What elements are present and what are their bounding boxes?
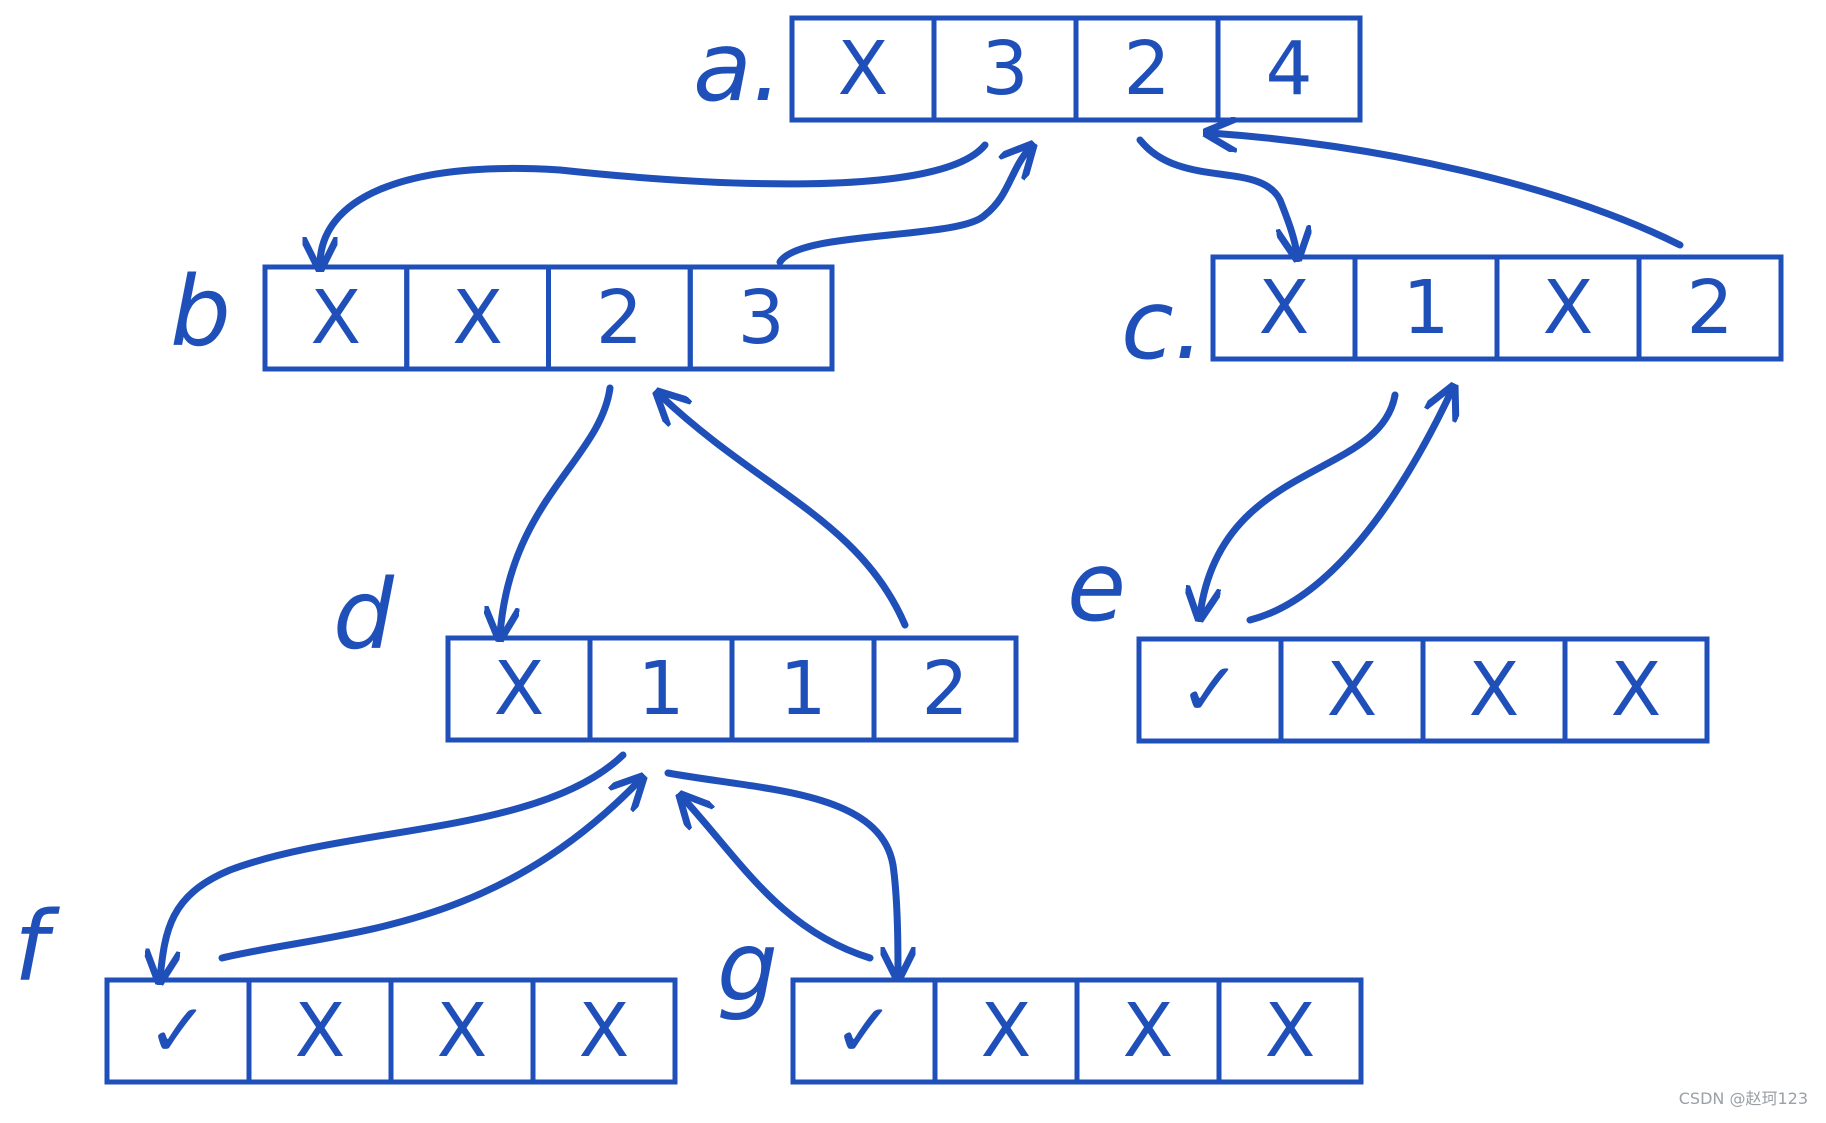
node-a-cell-3-value: 2	[1123, 26, 1170, 112]
node-c-label: c.	[1121, 269, 1204, 381]
node-f-cell-3-value: X	[437, 988, 488, 1074]
node-c: c. X 1 X 2	[1121, 254, 1784, 381]
watermark: CSDN @赵珂123	[1678, 1089, 1808, 1108]
node-e-cell-4-value: X	[1611, 647, 1662, 733]
edge-d-to-b	[660, 395, 909, 629]
node-c-cell-1-value: X	[1259, 265, 1310, 351]
node-e-cell-1-value: ✓	[1179, 647, 1241, 733]
node-a-label: a.	[693, 11, 782, 123]
node-b-cell-3-value: 2	[596, 275, 643, 361]
node-g-label: g	[717, 911, 778, 1023]
edge-a-to-b	[320, 141, 989, 265]
edge-f-to-d	[218, 780, 640, 962]
node-d-cell-4	[871, 635, 1019, 743]
edge-e-to-c	[1246, 390, 1452, 624]
node-d-cell-1-value: X	[494, 646, 545, 732]
node-g: g ✓ X X X	[717, 911, 1364, 1085]
node-f: f ✓ X X X	[14, 891, 678, 1085]
node-g-cell-3-value: X	[1123, 988, 1174, 1074]
edge-layer	[160, 133, 1684, 978]
edge-b-to-d	[500, 384, 614, 635]
node-e-cell-4	[1562, 636, 1710, 744]
node-e-cell-3-value: X	[1469, 647, 1520, 733]
node-g-cell-1-value: ✓	[833, 988, 895, 1074]
node-d-cell-4-value: 2	[921, 646, 968, 732]
edge-b-to-a	[776, 148, 1030, 266]
node-f-cell-4-value: X	[579, 988, 630, 1074]
node-c-cell-3-value: X	[1543, 265, 1594, 351]
node-b-cell-1-value: X	[311, 275, 362, 361]
node-a-cell-2-value: 3	[981, 26, 1028, 112]
node-f-cell-2-value: X	[295, 988, 346, 1074]
edge-g-to-d	[683, 798, 874, 962]
node-e-cell-2-value: X	[1327, 647, 1378, 733]
node-f-label: f	[14, 891, 60, 1003]
node-a-cell-4-value: 4	[1265, 26, 1312, 112]
node-d-cell-2-value: 1	[637, 646, 684, 732]
edge-d-to-f	[160, 751, 627, 978]
node-g-cell-4	[1216, 977, 1364, 1085]
node-c-cell-4	[1636, 254, 1784, 362]
node-e-label: e	[1067, 531, 1126, 643]
edge-a-to-c	[1136, 136, 1297, 255]
node-g-cell-4-value: X	[1265, 988, 1316, 1074]
node-d: dX 1 1 2	[333, 559, 1019, 743]
node-b-cell-2-value: X	[452, 275, 503, 361]
edge-c-to-a	[1210, 133, 1684, 249]
node-e: e ✓ X X X	[1067, 531, 1710, 744]
node-d-cell-3-value: 1	[779, 646, 826, 732]
node-a-cell-4	[1215, 15, 1363, 123]
node-a: a. X 3 2 4	[693, 11, 1363, 123]
node-b-cell-4-value: 3	[738, 275, 785, 361]
node-a-cell-1-value: X	[838, 26, 889, 112]
node-f-cell-1-value: ✓	[147, 988, 209, 1074]
node-f-cell-4	[530, 977, 678, 1085]
node-g-cell-2-value: X	[981, 988, 1032, 1074]
edge-d-to-g	[664, 769, 898, 975]
node-c-cell-2-value: 1	[1402, 265, 1449, 351]
node-d-label: d	[333, 559, 395, 671]
edge-c-to-e	[1200, 391, 1399, 615]
node-b-label: b	[170, 256, 231, 368]
node-c-cell-4-value: 2	[1686, 265, 1733, 351]
node-b-cell-4	[687, 264, 835, 372]
